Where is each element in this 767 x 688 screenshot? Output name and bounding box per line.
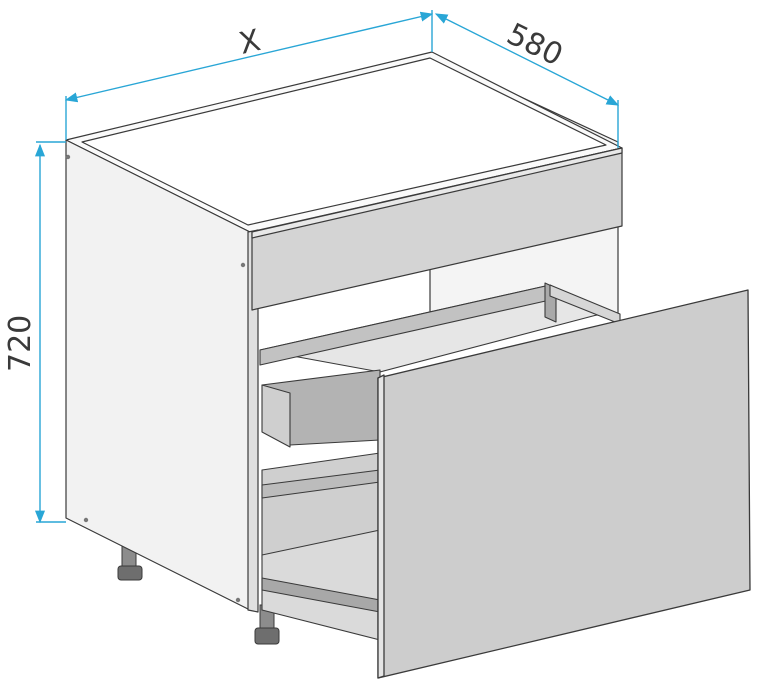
cabinet-carcase <box>65 51 623 613</box>
width-label: X <box>236 23 264 62</box>
screw-dots <box>65 154 246 603</box>
height-label: 720 <box>3 315 38 372</box>
dimension-lines <box>34 10 620 524</box>
inner-drawer-lower <box>261 452 381 641</box>
depth-label: 580 <box>501 17 568 74</box>
cabinet-legs <box>117 545 280 645</box>
drawer-front <box>377 289 751 679</box>
